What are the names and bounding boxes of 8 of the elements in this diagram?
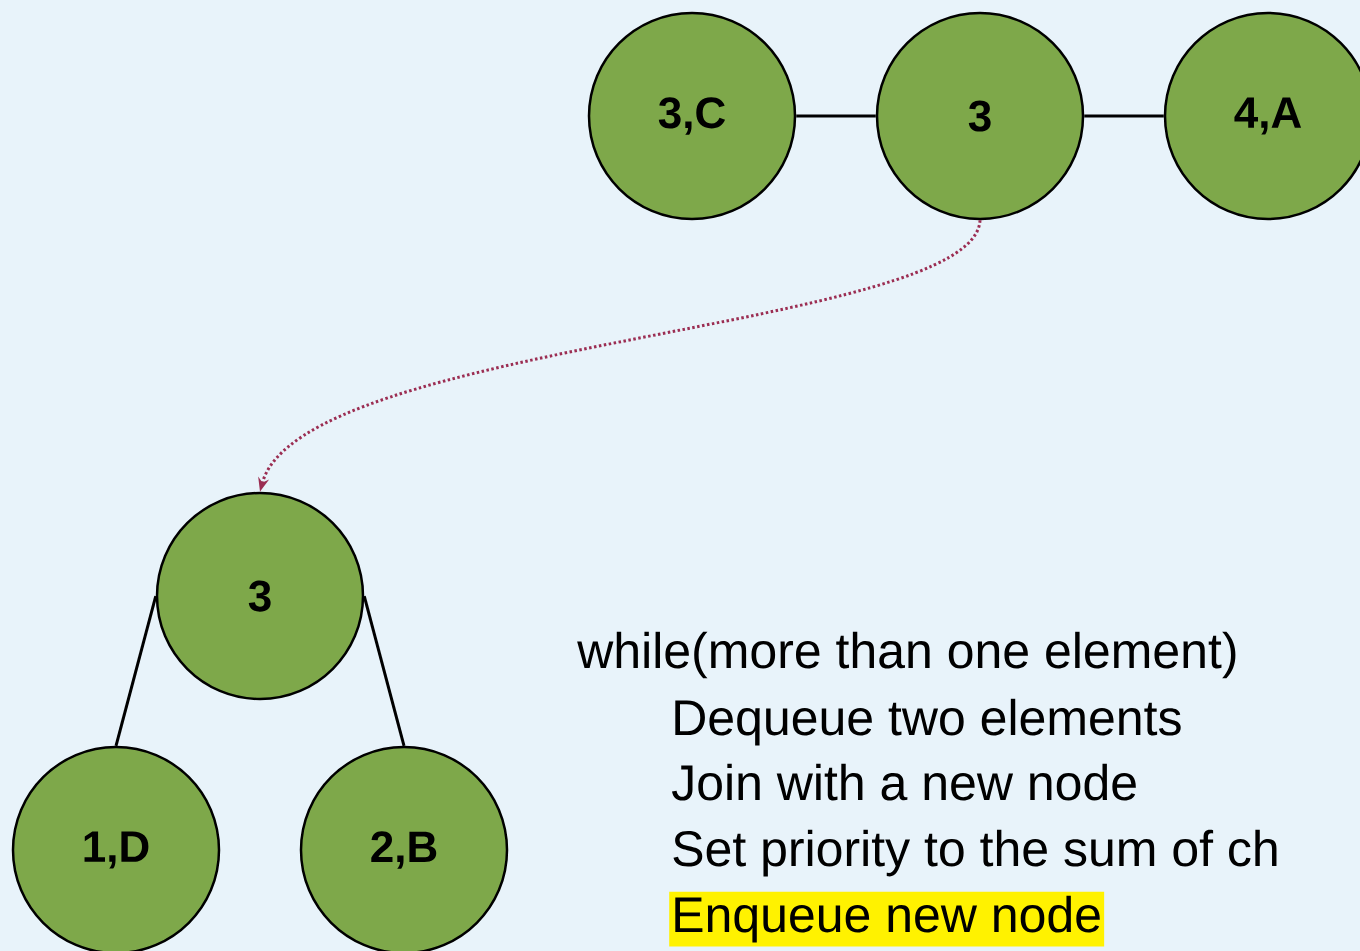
connector-line [362, 595, 406, 747]
connector-line [1084, 114, 1164, 118]
connector-line [114, 595, 158, 747]
connector-line [796, 114, 876, 118]
code-line: Set priority to the sum of ch [673, 829, 1277, 877]
code-line: Join with a new node [672, 763, 1136, 801]
code-line: Dequeue two elements [675, 698, 1181, 746]
code-line: while(more than one element) [577, 631, 1236, 679]
